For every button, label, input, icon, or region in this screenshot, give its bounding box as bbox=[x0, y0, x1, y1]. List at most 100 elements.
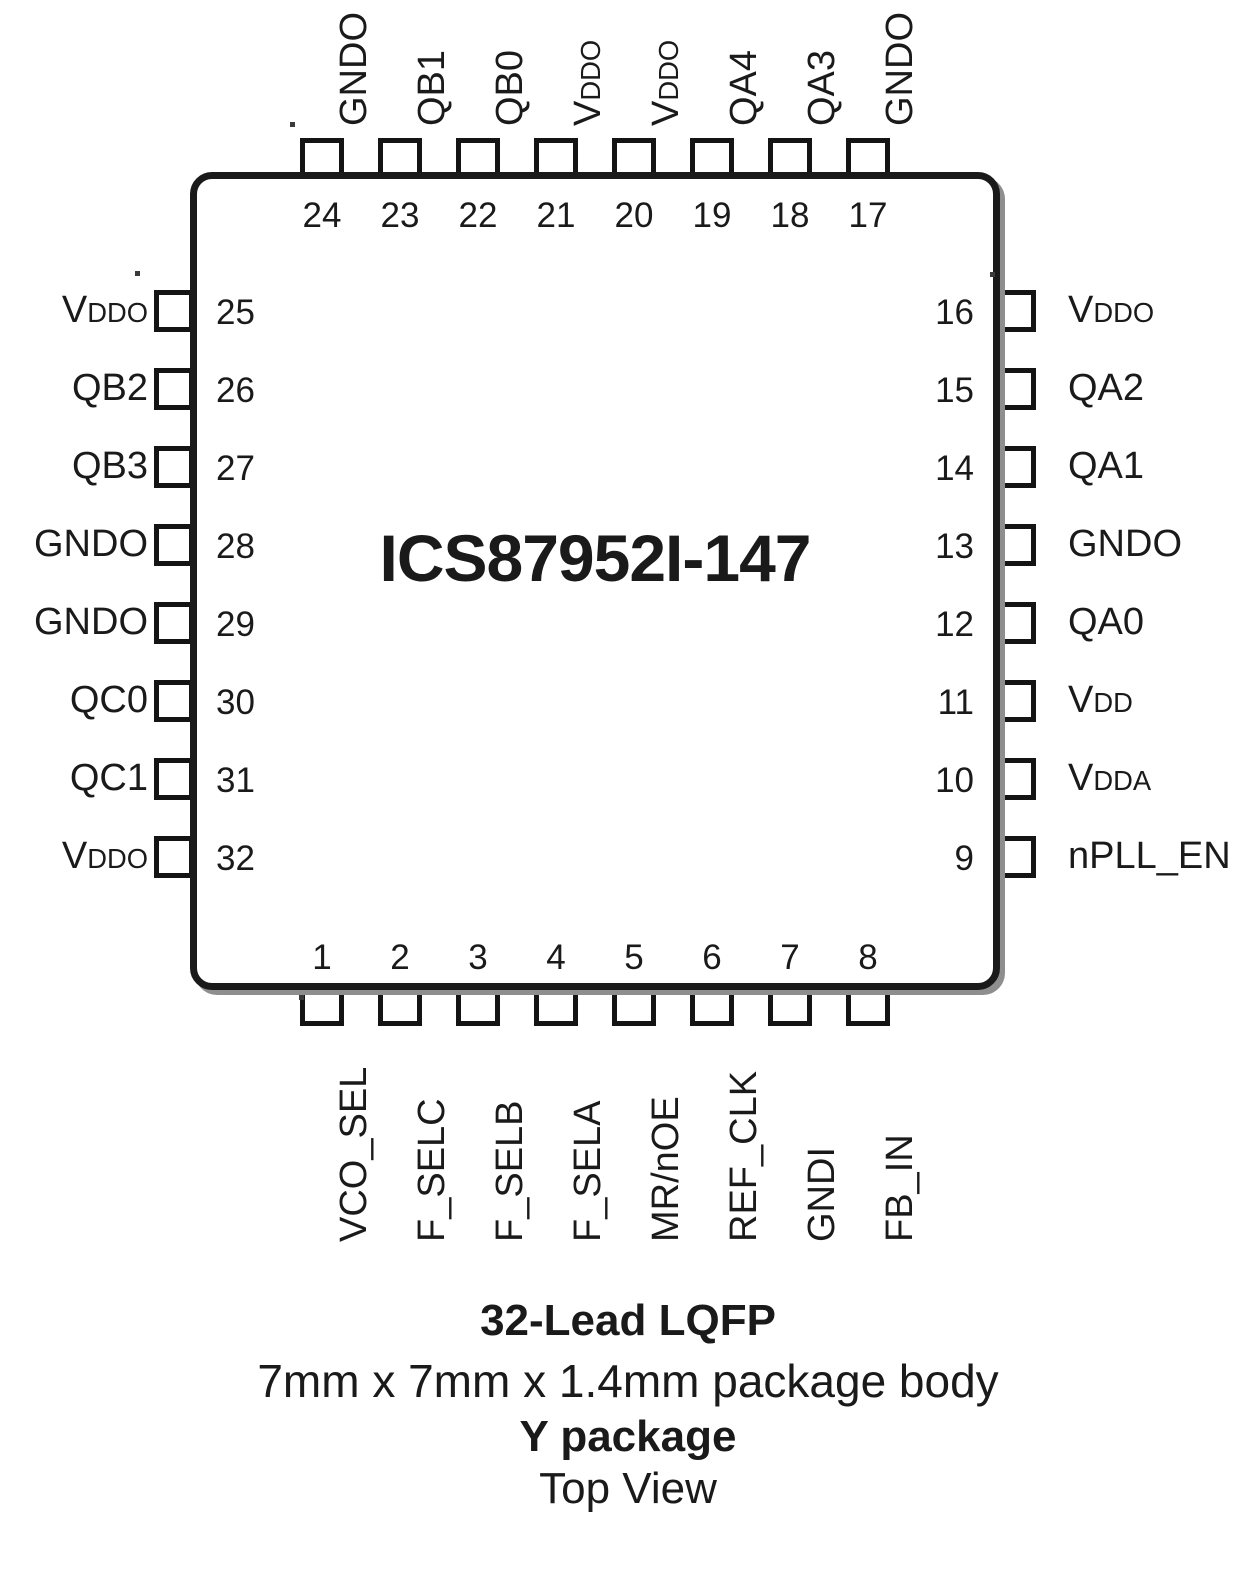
pin-label-2: F_SELC bbox=[411, 1098, 453, 1242]
part-number-label: ICS87952I-147 bbox=[379, 521, 812, 595]
pin-label-16: VDDO bbox=[1068, 289, 1155, 331]
caption-body-size: 7mm x 7mm x 1.4mm package body bbox=[257, 1355, 999, 1407]
scan-speck bbox=[299, 995, 304, 1000]
pin-pad-8[interactable] bbox=[846, 986, 890, 1026]
pin-label-17: GNDO bbox=[879, 12, 921, 126]
pin-number-3: 3 bbox=[468, 938, 488, 977]
scan-speck bbox=[290, 122, 295, 127]
pin-label-27: QB3 bbox=[71, 445, 148, 487]
pin-number-6: 6 bbox=[702, 938, 722, 977]
pin-number-19: 19 bbox=[692, 196, 732, 235]
pin-number-1: 1 bbox=[312, 938, 332, 977]
pin-label-12: QA0 bbox=[1068, 601, 1145, 643]
pin-number-31: 31 bbox=[216, 761, 255, 800]
pin-number-11: 11 bbox=[937, 683, 974, 722]
pin-label-15: QA2 bbox=[1068, 367, 1145, 409]
pin-pad-5[interactable] bbox=[612, 986, 656, 1026]
pin-number-27: 27 bbox=[216, 449, 255, 488]
pin-label-24: GNDO bbox=[333, 12, 375, 126]
pin-label-10: VDDA bbox=[1068, 757, 1152, 799]
pin-number-29: 29 bbox=[216, 605, 255, 644]
pin-label-3: F_SELB bbox=[489, 1100, 531, 1242]
pin-number-14: 14 bbox=[935, 449, 974, 488]
pin-pad-29[interactable] bbox=[154, 602, 194, 644]
pin-number-16: 16 bbox=[935, 293, 974, 332]
scan-speck bbox=[135, 271, 140, 276]
pin-label-19: QA4 bbox=[723, 49, 765, 126]
package-body-outline bbox=[190, 172, 1000, 990]
pin-label-1: VCO_SEL bbox=[333, 1066, 375, 1242]
pin-pad-28[interactable] bbox=[154, 524, 194, 566]
pin-number-26: 26 bbox=[216, 371, 255, 410]
pin-label-8: FB_IN bbox=[879, 1134, 921, 1242]
pin-label-9: nPLL_EN bbox=[1068, 835, 1231, 877]
pin-number-8: 8 bbox=[858, 938, 878, 977]
pin-label-28: GNDO bbox=[34, 523, 148, 565]
pin-label-23: QB1 bbox=[411, 49, 453, 126]
scan-speck bbox=[990, 272, 995, 277]
pin-number-32: 32 bbox=[216, 839, 255, 878]
pin-pad-10[interactable] bbox=[996, 758, 1036, 800]
package-caption: 32-Lead LQFP 7mm x 7mm x 1.4mm package b… bbox=[0, 1296, 1256, 1514]
pin-pad-16[interactable] bbox=[996, 290, 1036, 332]
pin-label-5: MR/nOE bbox=[645, 1096, 687, 1242]
pin-label-25: VDDO bbox=[61, 289, 148, 331]
pin-pad-32[interactable] bbox=[154, 836, 194, 878]
pin-label-29: GNDO bbox=[34, 601, 148, 643]
pin-number-25: 25 bbox=[216, 293, 255, 332]
pin-number-22: 22 bbox=[458, 196, 498, 235]
pin-label-18: QA3 bbox=[801, 49, 843, 126]
pin-pad-13[interactable] bbox=[996, 524, 1036, 566]
pin-label-7: GNDI bbox=[801, 1147, 843, 1242]
pin-number-23: 23 bbox=[380, 196, 420, 235]
pin-label-11: VDD bbox=[1068, 679, 1133, 721]
pin-number-24: 24 bbox=[302, 196, 342, 235]
pin-pad-27[interactable] bbox=[154, 446, 194, 488]
pin-pad-31[interactable] bbox=[154, 758, 194, 800]
pin-number-10: 10 bbox=[935, 761, 974, 800]
pin-label-22: QB0 bbox=[489, 49, 531, 126]
pin-label-13: GNDO bbox=[1068, 523, 1182, 565]
pin-number-13: 13 bbox=[935, 527, 974, 566]
pin-label-20: VDDO bbox=[645, 39, 687, 126]
pin-number-5: 5 bbox=[624, 938, 644, 977]
pin-pad-15[interactable] bbox=[996, 368, 1036, 410]
pin-number-17: 17 bbox=[848, 196, 888, 235]
pin-number-15: 15 bbox=[935, 371, 974, 410]
pin-pad-4[interactable] bbox=[534, 986, 578, 1026]
pin-label-30: QC0 bbox=[69, 679, 148, 721]
pin-pad-2[interactable] bbox=[378, 986, 422, 1026]
caption-view: Top View bbox=[539, 1464, 717, 1513]
pin-pad-1[interactable] bbox=[300, 986, 344, 1026]
pin-label-6: REF_CLK bbox=[723, 1070, 765, 1242]
pin-number-2: 2 bbox=[390, 938, 410, 977]
pin-number-20: 20 bbox=[614, 196, 654, 235]
pin-number-28: 28 bbox=[216, 527, 255, 566]
pin-label-32: VDDO bbox=[61, 835, 148, 877]
pin-number-4: 4 bbox=[546, 938, 566, 977]
caption-package-code: Y package bbox=[519, 1412, 737, 1461]
pin-pad-14[interactable] bbox=[996, 446, 1036, 488]
pin-pad-7[interactable] bbox=[768, 986, 812, 1026]
pin-pad-24[interactable] bbox=[300, 138, 344, 178]
caption-lead-count: 32-Lead LQFP bbox=[480, 1296, 776, 1345]
pin-label-21: VDDO bbox=[567, 39, 609, 126]
pin-number-9: 9 bbox=[954, 839, 974, 878]
pin-number-7: 7 bbox=[780, 938, 800, 977]
pin-label-26: QB2 bbox=[71, 367, 148, 409]
pin-pad-30[interactable] bbox=[154, 680, 194, 722]
pin-label-31: QC1 bbox=[69, 757, 148, 799]
pin-label-14: QA1 bbox=[1068, 445, 1145, 487]
pin-pad-25[interactable] bbox=[154, 290, 194, 332]
pin-pad-11[interactable] bbox=[996, 680, 1036, 722]
pin-pad-3[interactable] bbox=[456, 986, 500, 1026]
pin-pad-6[interactable] bbox=[690, 986, 734, 1026]
pin-number-30: 30 bbox=[216, 683, 255, 722]
pin-pad-9[interactable] bbox=[996, 836, 1036, 878]
pin-pad-12[interactable] bbox=[996, 602, 1036, 644]
pin-number-12: 12 bbox=[935, 605, 974, 644]
pin-pad-26[interactable] bbox=[154, 368, 194, 410]
pin-number-21: 21 bbox=[536, 196, 576, 235]
pin-number-18: 18 bbox=[770, 196, 810, 235]
